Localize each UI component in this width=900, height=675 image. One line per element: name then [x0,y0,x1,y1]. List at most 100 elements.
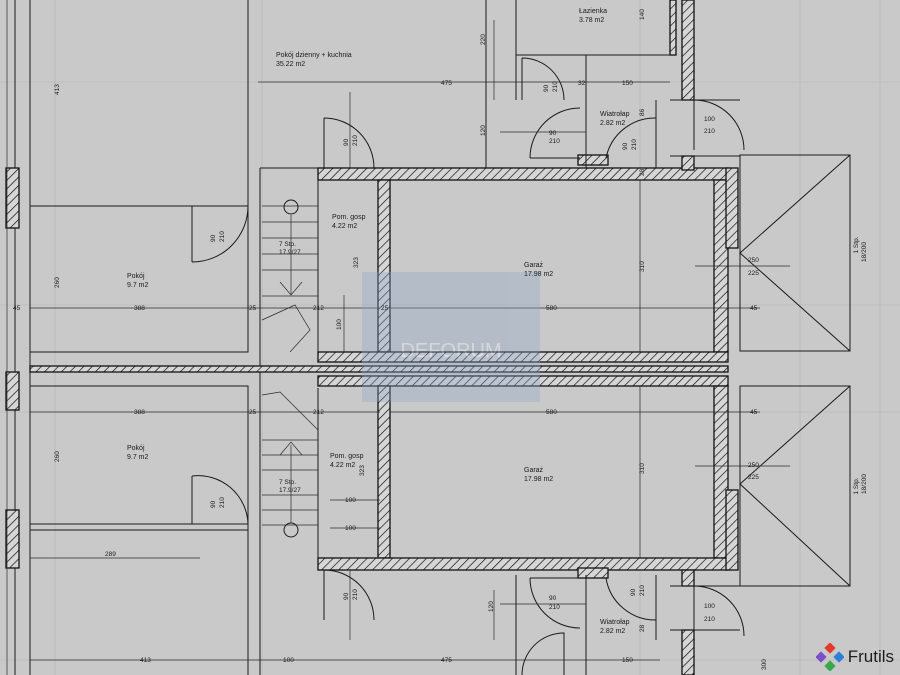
stairs-label-bottom: 7 Stp. [279,479,296,486]
right-walls [516,0,740,675]
dim-label: 28 [639,624,646,632]
dim-label: 475 [441,80,452,87]
ramp-label-top: 1 Stp. [853,236,860,253]
ramp-top [739,154,851,352]
dim-label: 310 [639,261,646,272]
dim-label: 100 [336,319,343,330]
dim-label: 45 [750,305,758,312]
room-name-pokoj-top: Pokój [127,273,145,280]
dim-label: 90 [543,84,550,92]
dim-label: 210 [549,604,560,611]
frutils-logo-icon [815,643,844,671]
left-walls [5,0,20,675]
dim-label: 90 [549,130,557,137]
dim-label: 413 [54,84,61,95]
room-area-garaz-top: 17.98 m2 [524,271,553,278]
dimension-labels: 475 32 150 90 210 100 210 45 388 25 212 … [13,80,759,664]
dim-label: 323 [353,257,360,268]
room-outlines [29,0,517,675]
room-area-lazienka: 3.78 m2 [579,17,604,24]
dim-label: 28 [639,168,646,176]
room-name-wiatrolap-bottom: Wiatrołap [600,619,630,626]
room-name-pom-gosp-bottom: Pom. gosp [330,453,364,460]
dim-label: 100 [283,657,294,664]
dim-label: 100 [345,497,356,504]
dim-label: 210 [704,616,715,623]
stairs-top [261,199,318,353]
room-area-wiatrolap-bottom: 2.82 m2 [600,628,625,635]
room-area-pom-gosp-bottom: 4.22 m2 [330,462,355,469]
dim-label: 210 [219,497,226,508]
brand-logo: Frutils [815,643,894,671]
dim-label: 212 [313,409,324,416]
dim-label: 32 [578,80,586,87]
dim-label: 210 [704,128,715,135]
stairs-size-top: 17.9/27 [279,249,301,256]
dim-label: 25 [249,305,257,312]
room-name-garaz-bottom: Garaż [524,467,544,474]
dim-label: 388 [134,305,145,312]
dim-label: 90 [210,500,217,508]
dim-label: 388 [134,409,145,416]
ramp-bottom [739,385,851,587]
room-area-pom-gosp-top: 4.22 m2 [332,223,357,230]
room-name-pokoj-bottom: Pokój [127,445,145,452]
dim-label: 140 [639,9,646,20]
dim-label: 90 [622,142,629,150]
dim-label: 86 [639,108,646,116]
dim-label: 260 [54,451,61,462]
room-area-pokoj-dzienny: 35.22 m2 [276,61,305,68]
dim-label: 120 [488,601,495,612]
ramp-label-bottom: 1 Stp. [853,477,860,494]
room-area-garaz-bottom: 17.98 m2 [524,476,553,483]
dim-label: 150 [622,80,633,87]
dim-label: 90 [630,588,637,596]
dim-label: 25 [381,305,389,312]
dim-label: 120 [480,125,487,136]
watermark: DEFORUM [362,272,540,402]
watermark-text: DEFORUM [400,340,501,362]
garage-walls [29,167,739,571]
dim-label: 220 [480,34,487,45]
dim-label: 100 [704,116,715,123]
dim-label: 310 [639,463,646,474]
dim-label: 250 [748,257,759,264]
ramp-size-top: 18/200 [861,242,868,262]
dimension-labels-vertical: 413 220 140 90 210 120 86 90 210 28 90 2… [54,9,768,670]
room-name-pokoj-dzienny: Pokój dzienny + kuchnia [276,52,352,59]
dim-label: 413 [140,657,151,664]
dim-label: 90 [343,592,350,600]
dim-label: 210 [352,135,359,146]
dimension-lines [30,20,790,661]
dim-label: 210 [631,139,638,150]
dim-label: 150 [622,657,633,664]
dim-label: 25 [249,409,257,416]
dim-label: 45 [13,305,21,312]
dim-label: 100 [704,603,715,610]
dim-label: 225 [748,270,759,277]
dim-label: 45 [750,409,758,416]
doors [191,57,745,675]
dim-label: 210 [352,589,359,600]
room-area-pokoj-top: 9.7 m2 [127,282,149,289]
stairs-bottom [261,391,319,538]
dim-label: 323 [359,465,366,476]
dim-label: 212 [313,305,324,312]
dim-label: 90 [343,138,350,146]
dim-label: 250 [748,462,759,469]
dim-label: 90 [549,595,557,602]
room-area-pokoj-bottom: 9.7 m2 [127,454,149,461]
dim-label: 225 [748,474,759,481]
stairs-label-top: 7 Stp. [279,241,296,248]
dim-label: 260 [54,277,61,288]
dim-label: 210 [552,81,559,92]
room-name-wiatrolap-top: Wiatrołap [600,111,630,118]
room-name-lazienka: Łazienka [579,8,607,15]
dim-label: 210 [219,231,226,242]
dim-label: 100 [345,525,356,532]
room-area-wiatrolap-top: 2.82 m2 [600,120,625,127]
dim-label: 580 [546,305,557,312]
dim-label: 580 [546,409,557,416]
dim-label: 210 [549,138,560,145]
dim-label: 475 [441,657,452,664]
